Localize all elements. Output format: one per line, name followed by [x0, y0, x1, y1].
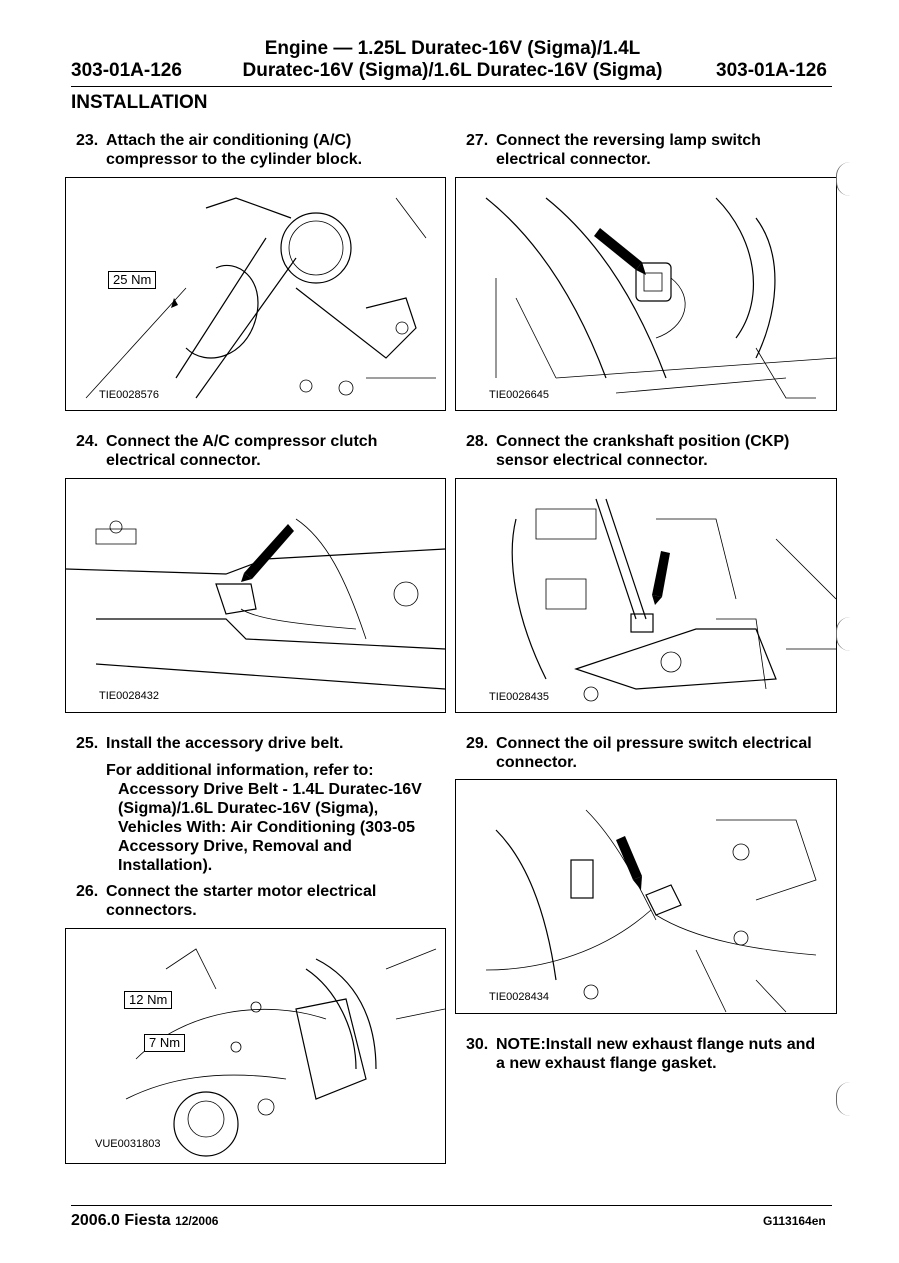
figure-24: TIE0028432 [65, 478, 446, 713]
step-number: 25. [76, 735, 99, 752]
binder-hole-mark [836, 1082, 851, 1116]
step-text: Connect the crankshaft position (CKP)sen… [496, 433, 790, 469]
step-number: 28. [466, 433, 489, 450]
footer-model: 2006.0 Fiesta 12/2006 [71, 1212, 219, 1229]
figure-id: TIE0026645 [488, 389, 550, 401]
figure-29-illustration [485, 809, 817, 1013]
figure-28-illustration [511, 498, 836, 702]
binder-hole-mark [836, 617, 851, 651]
reference-block: For additional information, refer to: Ac… [106, 761, 446, 876]
step-text: NOTE:Install new exhaust flange nuts and… [496, 1036, 816, 1072]
step-number: 26. [76, 883, 99, 900]
step-number: 30. [466, 1036, 489, 1053]
step-23: 23. Attach the air conditioning (A/C)com… [76, 131, 446, 171]
figure-id: TIE0028435 [488, 691, 550, 703]
page-code-left: 303-01A-126 [71, 60, 182, 81]
footer-doc-id: G113164en [763, 1214, 826, 1228]
step-number: 27. [466, 132, 489, 149]
step-text: Install the accessory drive belt. [106, 735, 344, 752]
torque-label: 25 Nm [108, 271, 157, 289]
figure-26: 12 Nm 7 Nm VUE0031803 [65, 928, 446, 1164]
figure-id: TIE0028434 [488, 991, 550, 1003]
step-26: 26. Connect the starter motor electrical… [76, 882, 446, 922]
figure-id: TIE0028432 [98, 690, 160, 702]
section-title: INSTALLATION [71, 92, 208, 113]
figure-27-illustration [485, 197, 836, 399]
page-code-right: 303-01A-126 [716, 60, 827, 81]
figure-23-illustration [85, 197, 436, 399]
step-text: Attach the air conditioning (A/C)compres… [106, 132, 363, 168]
torque-label-2: 7 Nm [144, 1034, 186, 1052]
figure-27: TIE0026645 [455, 177, 837, 411]
figure-23: 25 Nm TIE0028576 [65, 177, 446, 411]
figure-id: VUE0031803 [94, 1138, 162, 1150]
step-29: 29. Connect the oil pressure switch elec… [466, 734, 836, 774]
step-30: 30. NOTE:Install new exhaust flange nuts… [466, 1035, 836, 1075]
figure-29: TIE0028434 [455, 779, 837, 1014]
step-number: 24. [76, 433, 99, 450]
header-rule [71, 86, 832, 87]
figure-26-illustration [125, 948, 445, 1157]
step-number: 29. [466, 735, 489, 752]
figure-24-illustration [66, 518, 445, 690]
reference-intro: For additional information, refer to: [106, 762, 374, 779]
header-title-line2: Duratec-16V (Sigma)/1.6L Duratec-16V (Si… [242, 60, 663, 81]
figure-28: TIE0028435 [455, 478, 837, 713]
step-text: Connect the oil pressure switch electric… [496, 735, 812, 771]
torque-label-1: 12 Nm [124, 991, 173, 1009]
footer-date: 12/2006 [175, 1214, 219, 1228]
figure-id: TIE0028576 [98, 389, 160, 401]
binder-hole-mark [836, 162, 851, 196]
header-title-line1: Engine — 1.25L Duratec-16V (Sigma)/1.4L [264, 38, 641, 59]
page-header-title: Engine — 1.25L Duratec-16V (Sigma)/1.4L … [230, 38, 675, 82]
footer-rule [71, 1205, 832, 1206]
reference-link[interactable]: Accessory Drive Belt - 1.4L Duratec-16V … [118, 781, 422, 874]
step-28: 28. Connect the crankshaft position (CKP… [466, 432, 836, 472]
step-25: 25. Install the accessory drive belt. [76, 734, 446, 756]
step-number: 23. [76, 132, 99, 149]
